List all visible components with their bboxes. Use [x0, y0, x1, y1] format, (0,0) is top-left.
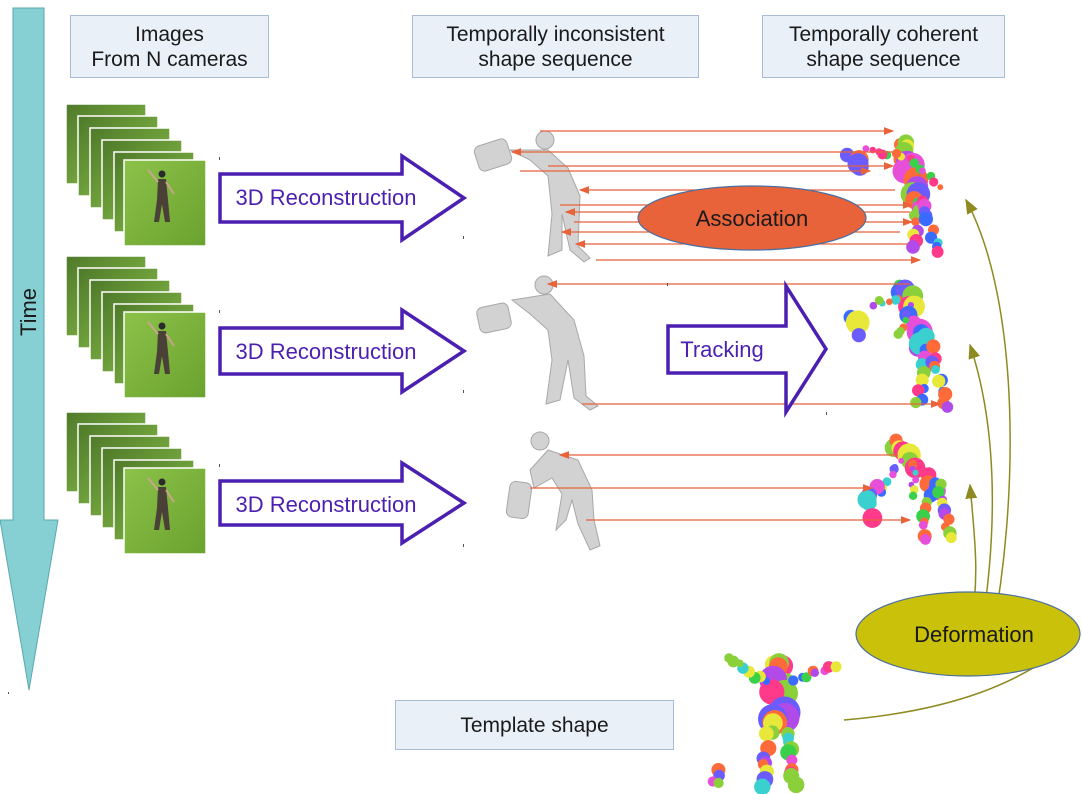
tick-marks — [8, 157, 827, 694]
association-label: Association — [696, 206, 809, 231]
person-silhouette — [147, 477, 175, 530]
gray-mesh-figure-3 — [505, 431, 601, 551]
reconstruction-arrow-1: 3D Reconstruction — [218, 152, 468, 244]
tracking-arrow: Tracking — [666, 279, 829, 419]
deformation-label: Deformation — [914, 622, 1034, 647]
person-silhouette — [147, 169, 175, 222]
reconstruction-label-3: 3D Reconstruction — [236, 492, 417, 517]
colored-mesh-figures — [839, 134, 957, 545]
person-silhouette — [147, 321, 175, 374]
header-images-line-2: From N cameras — [91, 47, 248, 71]
template-figure — [707, 653, 842, 794]
camera-image-stacks — [65, 103, 207, 555]
reconstruction-arrow-3: 3D Reconstruction — [218, 459, 468, 547]
template-object — [707, 763, 726, 789]
gray-mesh-figure-2 — [476, 275, 599, 411]
template-shape-label: Template shape — [395, 700, 674, 750]
time-arrow: Time — [0, 7, 59, 691]
image-stack-2 — [65, 255, 207, 399]
association-node: Association — [637, 185, 867, 251]
gray-mesh-figure-1 — [473, 130, 591, 263]
template-body — [724, 653, 842, 794]
header-coherent-line-2: shape sequence — [806, 47, 961, 71]
reconstruction-label-2: 3D Reconstruction — [236, 339, 417, 364]
reconstruction-arrow-2: 3D Reconstruction — [218, 306, 468, 396]
header-coherent-line-1: Temporally coherent — [788, 22, 979, 46]
template-shape-text: Template shape — [460, 713, 609, 737]
image-stack-3 — [65, 411, 207, 555]
colored-mesh-figure-3 — [857, 433, 957, 545]
time-label: Time — [16, 288, 41, 336]
reconstruction-label-1: 3D Reconstruction — [236, 185, 417, 210]
header-inconsistent-line-2: shape sequence — [478, 47, 633, 71]
header-images-line-1: Images — [135, 22, 204, 46]
tracking-label: Tracking — [680, 337, 764, 362]
colored-mesh-figure-2 — [843, 279, 954, 413]
image-stack-1 — [65, 103, 207, 247]
header-inconsistent-line-1: Temporally inconsistent — [446, 22, 665, 46]
deformation-node: Deformation — [855, 591, 1081, 677]
colored-mesh-figure-1 — [839, 134, 944, 258]
